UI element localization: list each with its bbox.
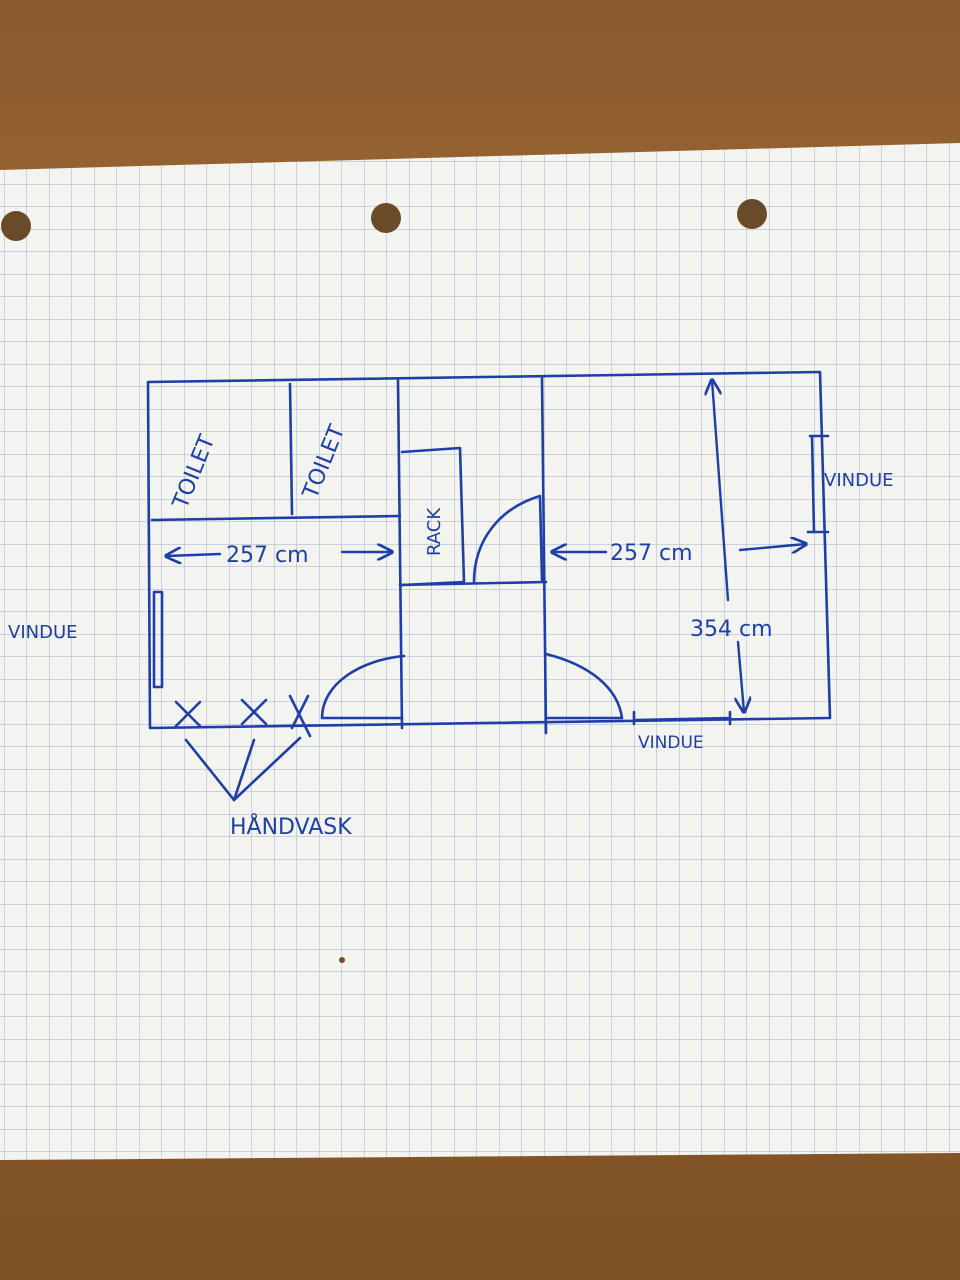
outer-wall — [146, 370, 832, 730]
punch-holes — [1, 199, 767, 241]
door-swing — [472, 494, 544, 584]
window-label-right: VINDUE — [824, 470, 894, 491]
dim-arrow-down — [738, 640, 744, 712]
sink-pointer — [232, 736, 302, 802]
rack-label: RACK — [424, 507, 445, 556]
window-label-left: VINDUE — [8, 622, 78, 643]
dimension-height-label: 354 cm — [690, 617, 773, 642]
paper-speck — [339, 957, 345, 963]
door-swing — [544, 652, 624, 720]
window-bottom-mark — [632, 710, 732, 726]
sink-x — [288, 694, 312, 738]
dim-arrow-left-a — [166, 554, 222, 556]
toilet-stall-wall — [288, 382, 294, 516]
partition-wall — [540, 376, 548, 735]
dim-arrow-up — [712, 380, 730, 602]
sinks-label: HÅNDVASK — [230, 813, 352, 840]
door-swing — [320, 654, 406, 720]
dimension-right-label: 257 cm — [610, 541, 693, 566]
window-label-bottom: VINDUE — [638, 733, 704, 753]
sink-x — [174, 700, 202, 728]
sink-pointer — [184, 738, 236, 802]
sink-x — [240, 698, 268, 726]
corridor-wall — [398, 580, 548, 587]
dimension-left-label: 257 cm — [226, 543, 309, 568]
dimensions — [166, 380, 806, 712]
window-right-mark — [806, 434, 830, 534]
partition-wall — [396, 378, 404, 730]
window-left-mark — [152, 590, 164, 689]
sink-pointer — [232, 738, 256, 802]
floor-plan — [146, 370, 832, 802]
toilet-stall-wall — [150, 514, 402, 522]
dim-arrow-right-b — [738, 544, 806, 550]
